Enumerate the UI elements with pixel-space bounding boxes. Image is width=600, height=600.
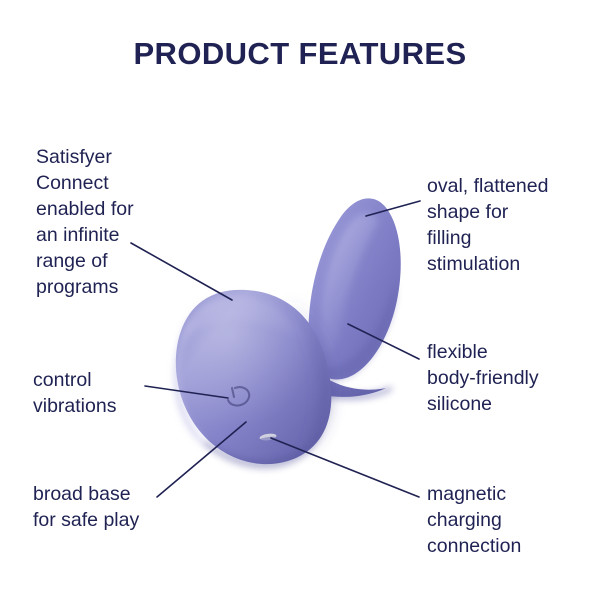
base-sheen [175, 289, 332, 465]
base-left-highlight [174, 320, 218, 452]
power-icon[interactable] [226, 386, 251, 407]
callout-control-vibrations: control vibrations [33, 369, 117, 417]
bulb-highlight [321, 212, 378, 353]
page-title: PRODUCT FEATURES [133, 36, 467, 71]
callout-broad-base: broad base for safe play [33, 483, 140, 531]
callout-flexible-silicone: flexible body-friendly silicone [427, 341, 539, 415]
product-base [174, 289, 332, 469]
callout-oval-flattened-shape: oval, flattened shape for filling stimul… [427, 175, 549, 275]
callout-satisfyer-connect: Satisfyer Connect enabled for an infinit… [36, 146, 134, 298]
callout-magnetic-charging: magnetic charging connection [427, 483, 522, 557]
